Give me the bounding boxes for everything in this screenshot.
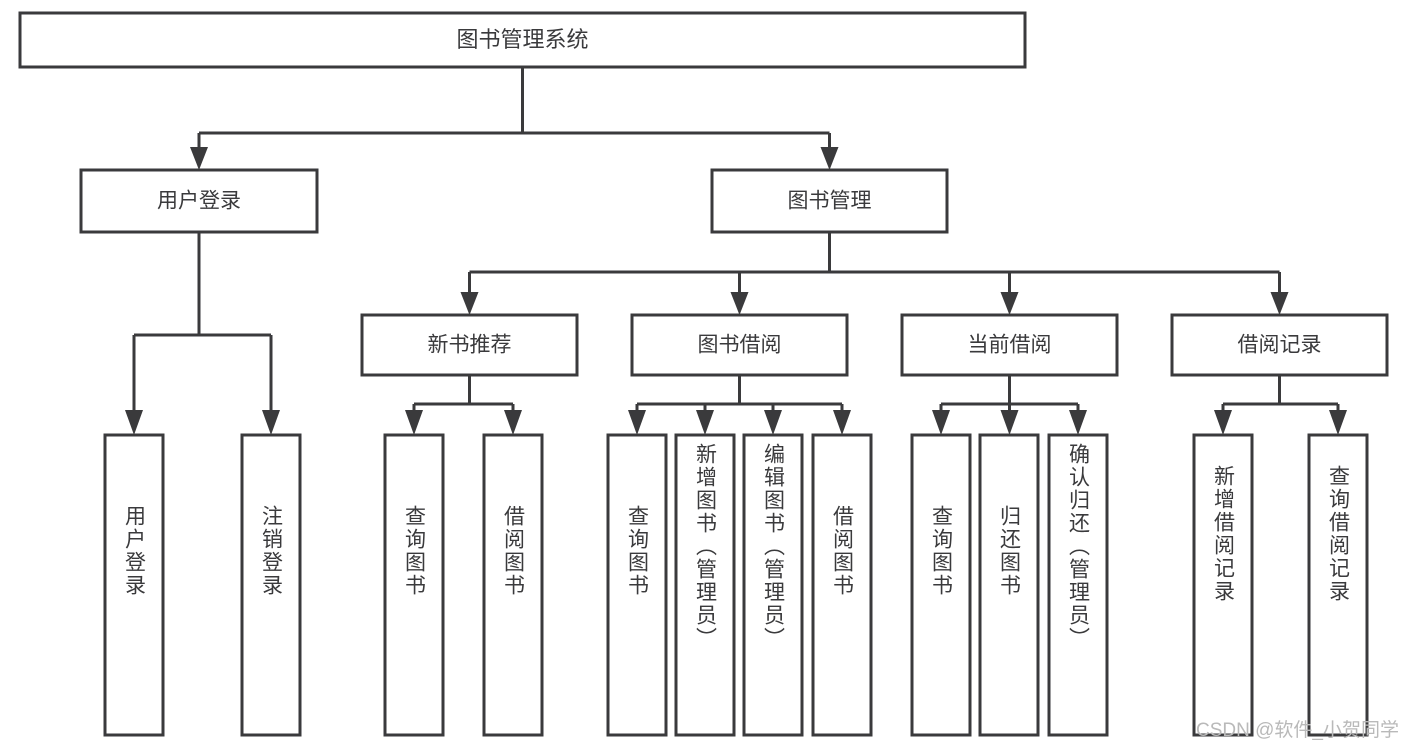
leaf-box-add-record[interactable]: [1192, 433, 1254, 737]
arrow-bookborrow-leaf3: [764, 410, 782, 435]
node-root[interactable]: 图书管理系统: [18, 11, 1027, 69]
node-borrow-record[interactable]: 借阅记录: [1170, 313, 1389, 377]
node-root-box: [18, 11, 1027, 69]
leaf-box-return-book[interactable]: [978, 433, 1040, 737]
leaf-label-query-record: 查询借阅记录: [1326, 465, 1350, 603]
leaf-box-user-login[interactable]: [103, 433, 165, 737]
watermark-text: CSDN @软件_小贺同学: [1196, 720, 1399, 741]
leaf-boxes: [103, 433, 1369, 737]
node-book-manage[interactable]: 图书管理: [710, 168, 949, 234]
arrow-bookborrow-leaf4: [833, 410, 851, 435]
arrow-currentborrow-leaf3: [1069, 410, 1087, 435]
leaf-box-add-book[interactable]: [674, 433, 736, 737]
leaf-label-query-book-2: 查询图书: [625, 505, 649, 597]
node-borrow-record-box: [1170, 313, 1389, 377]
node-new-book-recommend[interactable]: 新书推荐: [360, 313, 579, 377]
arrow-to-current-borrow: [1000, 292, 1019, 315]
arrow-to-borrow-record: [1270, 292, 1289, 315]
node-current-borrow[interactable]: 当前借阅: [900, 313, 1119, 377]
connectors-borrowrecord-to-leaves: [1214, 375, 1347, 435]
leaf-box-query-book-2[interactable]: [606, 433, 668, 737]
connectors-currentborrow-to-leaves: [932, 375, 1087, 435]
leaf-label-borrow-book-2: 借阅图书: [830, 505, 854, 597]
arrow-currentborrow-leaf1: [932, 410, 950, 435]
connectors-bookborrow-to-leaves: [628, 375, 851, 435]
node-book-manage-label: 图书管理: [788, 190, 872, 213]
node-book-borrow-label: 图书借阅: [698, 334, 782, 357]
leaf-label-add-record: 新增借阅记录: [1211, 465, 1235, 603]
arrow-to-new-book-recommend: [460, 292, 479, 315]
arrow-userlogin-leaf1: [125, 410, 143, 435]
leaf-box-query-record[interactable]: [1307, 433, 1369, 737]
node-user-login-label: 用户登录: [157, 190, 241, 213]
leaf-label-borrow-book-1: 借阅图书: [501, 505, 525, 597]
node-book-borrow-box: [630, 313, 849, 377]
arrow-newbook-leaf2: [504, 410, 522, 435]
arrow-borrowrecord-leaf2: [1329, 410, 1347, 435]
node-user-login[interactable]: 用户登录: [79, 168, 319, 234]
leaf-label-user-login: 用户登录: [122, 505, 146, 597]
connectors-newbook-to-leaves: [405, 375, 522, 435]
leaf-box-query-book-1[interactable]: [383, 433, 445, 737]
leaf-label-query-book-1: 查询图书: [402, 505, 426, 597]
leaf-label-confirm-return: 确认归还（管理员）: [1066, 443, 1090, 650]
arrow-to-book-borrow: [730, 292, 749, 315]
leaf-label-query-book-3: 查询图书: [929, 505, 953, 597]
arrow-root-to-book-manage: [820, 147, 839, 170]
arrow-bookborrow-leaf1: [628, 410, 646, 435]
arrow-currentborrow-leaf2: [1000, 410, 1019, 435]
leaf-box-edit-book[interactable]: [742, 433, 804, 737]
node-book-manage-box: [710, 168, 949, 234]
connectors-bookmanage-to-level3: [460, 232, 1289, 315]
arrow-newbook-leaf1: [405, 410, 423, 435]
leaf-box-query-book-3[interactable]: [910, 433, 972, 737]
node-root-label: 图书管理系统: [456, 27, 588, 52]
leaf-box-borrow-book-2[interactable]: [811, 433, 873, 737]
node-user-login-box: [79, 168, 319, 234]
arrow-userlogin-leaf2: [262, 410, 280, 435]
connectors-root-to-level2: [190, 67, 839, 170]
node-book-borrow[interactable]: 图书借阅: [630, 313, 849, 377]
leaf-label-edit-book: 编辑图书（管理员）: [761, 443, 785, 650]
leaf-label-user-logout: 注销登录: [259, 505, 283, 597]
node-new-book-recommend-box: [360, 313, 579, 377]
node-current-borrow-label: 当前借阅: [968, 334, 1052, 357]
node-new-book-recommend-label: 新书推荐: [428, 334, 512, 357]
leaf-box-user-logout[interactable]: [240, 433, 302, 737]
arrow-borrowrecord-leaf1: [1214, 410, 1232, 435]
arrow-bookborrow-leaf2: [696, 410, 714, 435]
arrow-root-to-user-login: [190, 147, 208, 170]
connectors-userlogin-to-leaves: [125, 232, 280, 435]
node-current-borrow-box: [900, 313, 1119, 377]
leaf-box-borrow-book-1[interactable]: [482, 433, 544, 737]
leaf-label-add-book: 新增图书（管理员）: [693, 443, 717, 650]
node-borrow-record-label: 借阅记录: [1238, 334, 1322, 357]
leaf-box-confirm-return[interactable]: [1047, 433, 1109, 737]
leaf-label-return-book: 归还图书: [997, 505, 1021, 597]
